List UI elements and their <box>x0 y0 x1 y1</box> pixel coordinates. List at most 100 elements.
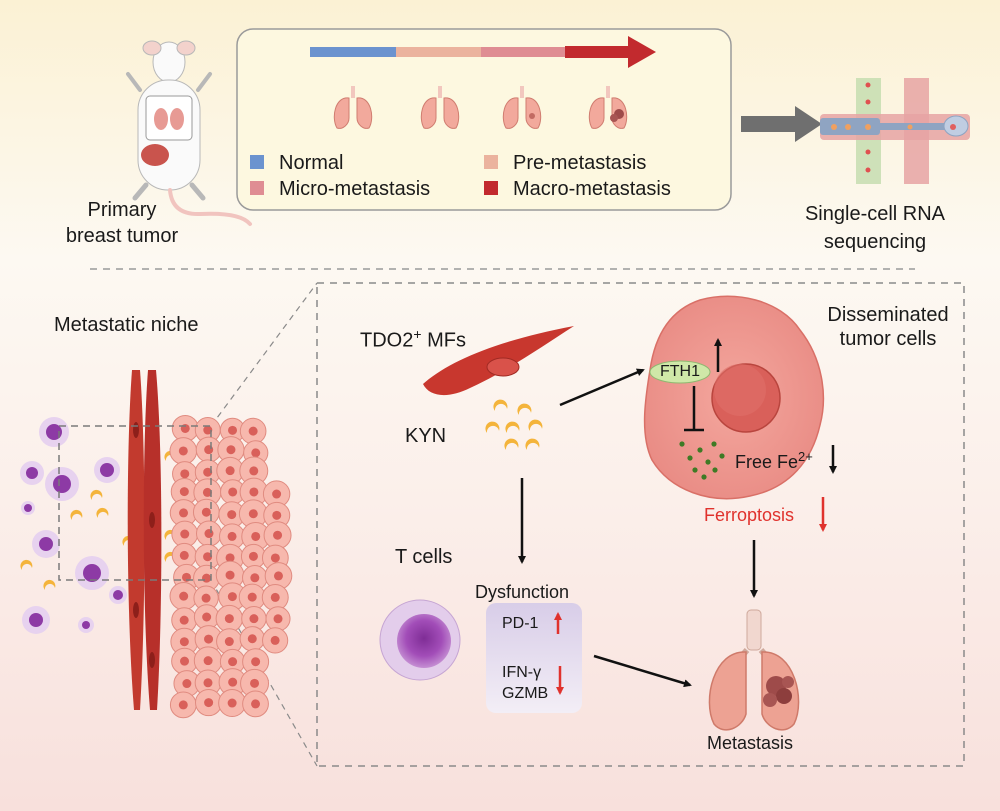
mf-label-suffix: MFs <box>421 329 466 352</box>
tumor-cell-nucleus <box>247 634 257 644</box>
tumor-cell-nucleus <box>227 510 237 520</box>
dtc-label-line2: tumor cells <box>839 328 937 350</box>
tumor-cell-nucleus <box>202 573 212 583</box>
tumor-cell-nucleus <box>179 591 189 601</box>
free-iron-dots <box>679 441 725 480</box>
tumor-cell-nucleus <box>228 657 238 667</box>
tumor-cell-nucleus <box>179 615 189 625</box>
free-fe-label: Free Fe2+ <box>735 449 813 473</box>
fibroblast-strands <box>127 370 162 710</box>
zoom-line-top <box>210 282 318 427</box>
tumor-cell-nucleus <box>204 698 214 708</box>
tumor-cell-nucleus <box>227 592 237 602</box>
tumor-cell-nucleus <box>251 448 261 458</box>
tumor-cell-nucleus <box>225 553 235 563</box>
tumor-cell-nucleus <box>204 445 214 455</box>
tumor-cell-nucleus <box>179 487 189 497</box>
legend-swatch-micro <box>250 181 264 195</box>
sequencing-label-line1: Single-cell RNA <box>804 203 946 225</box>
tumor-cell-nucleus <box>248 509 258 519</box>
sequencing-label-line2: sequencing <box>823 231 927 253</box>
tumor-cell-nucleus <box>225 466 235 476</box>
niche-label: Metastatic niche <box>54 314 199 336</box>
tumor-cell-nucleus <box>202 612 212 622</box>
tumor-cell-nucleus <box>179 508 189 518</box>
tumor-cell-nucleus <box>178 700 188 710</box>
tumor-cell-nucleus <box>270 592 280 602</box>
tumor-cell-nucleus <box>270 553 280 563</box>
free-fe-sup: 2+ <box>798 449 813 464</box>
fth1-inhibition <box>684 386 704 432</box>
legend-label-micro: Micro-metastasis <box>279 178 431 200</box>
pd1-label: PD-1 <box>502 615 539 632</box>
tumor-cell-nucleus <box>272 489 282 499</box>
gzmb-label: GZMB <box>502 685 549 702</box>
arrow-dysfunction-to-metastasis <box>593 654 692 688</box>
zoom-frame <box>316 282 965 767</box>
tumor-cell-nucleus <box>250 573 260 583</box>
mf-label-sup: + <box>413 326 422 342</box>
tumor-cell-nucleus <box>249 466 259 476</box>
tumor-cell-nucleus <box>180 656 190 666</box>
tumor-cell-nucleus <box>202 487 212 497</box>
tumor-cell-nucleus <box>249 614 259 624</box>
kyn-label: KYN <box>405 425 447 447</box>
tumor-cell-nucleus <box>228 425 238 435</box>
mf-label: TDO2+ MFs <box>360 326 466 353</box>
tumor-cell-nucleus <box>226 445 236 455</box>
tumor-cell-nucleus <box>251 657 261 667</box>
tumor-cell-nucleus <box>248 551 258 561</box>
primary-tumor-label-line1: Primary <box>87 199 157 221</box>
tumor-cell-nucleus <box>179 550 189 560</box>
tumor-cell-nucleus <box>273 530 283 540</box>
progression-bar <box>310 36 656 68</box>
tdo2-macrophage-cell <box>423 326 574 396</box>
tumor-cell-nucleus <box>249 487 259 497</box>
legend-label-normal: Normal <box>279 152 344 174</box>
tumor-cell-nucleus <box>180 469 190 479</box>
timeline-box <box>236 28 732 211</box>
disseminated-tumor-cell <box>643 295 825 500</box>
tumor-cell-nucleus <box>228 487 238 497</box>
tumor-cell-nucleus <box>178 446 188 456</box>
primary-tumor-label-line2: breast tumor <box>65 225 179 247</box>
tumor-cell-nucleus <box>228 677 238 687</box>
legend-label-macro: Macro-metastasis <box>513 178 671 200</box>
primary-tumor-label: Primary breast tumor <box>62 197 182 249</box>
tumor-cell-mass <box>169 414 293 719</box>
microfluidic-chip-illustration <box>820 78 970 184</box>
tumor-cell-nucleus <box>179 637 189 647</box>
niche-zoom-box <box>58 425 212 581</box>
tumor-cell-nucleus <box>273 571 283 581</box>
sequencing-arrow <box>741 106 822 142</box>
lungs-row <box>333 86 628 129</box>
free-fe-main: Free Fe <box>735 452 799 472</box>
tumor-cell-nucleus <box>227 698 237 708</box>
tumor-cell-nucleus <box>201 593 211 603</box>
tumor-cell-nucleus <box>204 529 214 539</box>
tumor-cell-nucleus <box>203 467 213 477</box>
dysfunction-label: Dysfunction <box>475 582 570 602</box>
metastasis-label: Metastasis <box>707 733 794 753</box>
kyn-particles <box>485 399 543 450</box>
arrow-mf-to-dtc <box>559 368 645 407</box>
ferroptosis-label: Ferroptosis <box>704 505 795 525</box>
tumor-cell-nucleus <box>182 679 192 689</box>
tumor-cell-nucleus <box>203 678 213 688</box>
tumor-cell-nucleus <box>273 614 283 624</box>
tumor-cell-nucleus <box>227 531 237 541</box>
tumor-cell-nucleus <box>247 592 257 602</box>
mouse-illustration <box>126 40 252 226</box>
tumor-cell-nucleus <box>251 699 261 709</box>
dtc-label: Disseminated tumor cells <box>808 303 968 351</box>
tumor-cell-nucleus <box>203 425 213 435</box>
tumor-cell-nucleus <box>204 634 214 644</box>
tcells-label: T cells <box>395 546 453 568</box>
tumor-cell-nucleus <box>272 510 282 520</box>
legend-swatch-normal <box>250 155 264 169</box>
mf-label-main: TDO2 <box>360 329 414 352</box>
tumor-cell-nucleus <box>203 656 213 666</box>
metastatic-lungs <box>708 609 800 731</box>
legend-swatch-macro <box>484 181 498 195</box>
